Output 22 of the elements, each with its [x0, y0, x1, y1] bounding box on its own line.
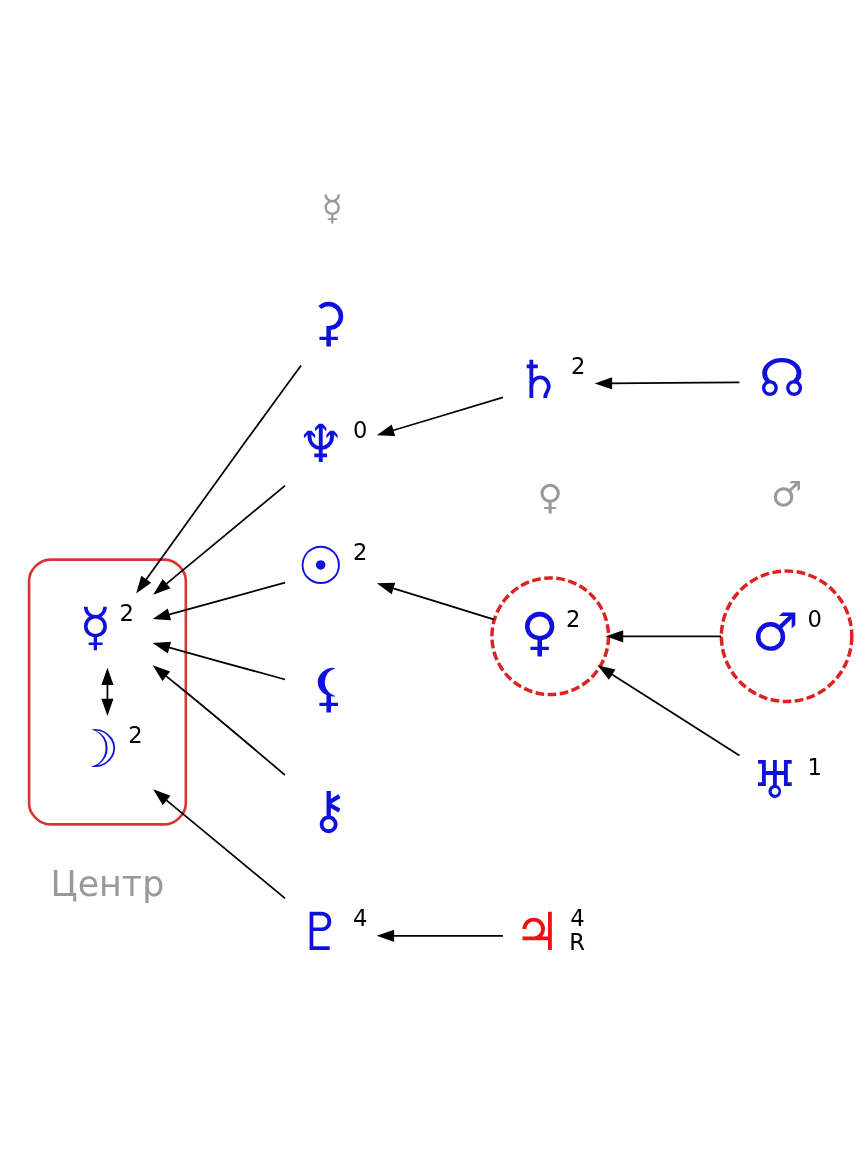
arrow [376, 582, 496, 621]
node-text: ⚷ [309, 779, 348, 840]
arrow [152, 665, 286, 777]
node-text: ☊ [758, 347, 806, 408]
arrow [152, 581, 286, 621]
arrow [376, 396, 504, 437]
label: ♀ [537, 477, 563, 518]
arrow [594, 377, 741, 390]
arrow [153, 484, 286, 595]
node-text: ⚸ [309, 657, 348, 718]
label: Центр [50, 863, 165, 904]
arrow [376, 929, 504, 942]
node-text: ⚳ [309, 292, 348, 353]
arrow [605, 630, 723, 643]
arrow [152, 641, 286, 681]
label: ♂ [770, 473, 803, 514]
label: ☿ [321, 188, 343, 229]
arrow [101, 667, 114, 717]
cluster [27, 558, 188, 826]
arrow [136, 364, 302, 594]
arrow [597, 665, 741, 757]
arrow [153, 789, 286, 900]
